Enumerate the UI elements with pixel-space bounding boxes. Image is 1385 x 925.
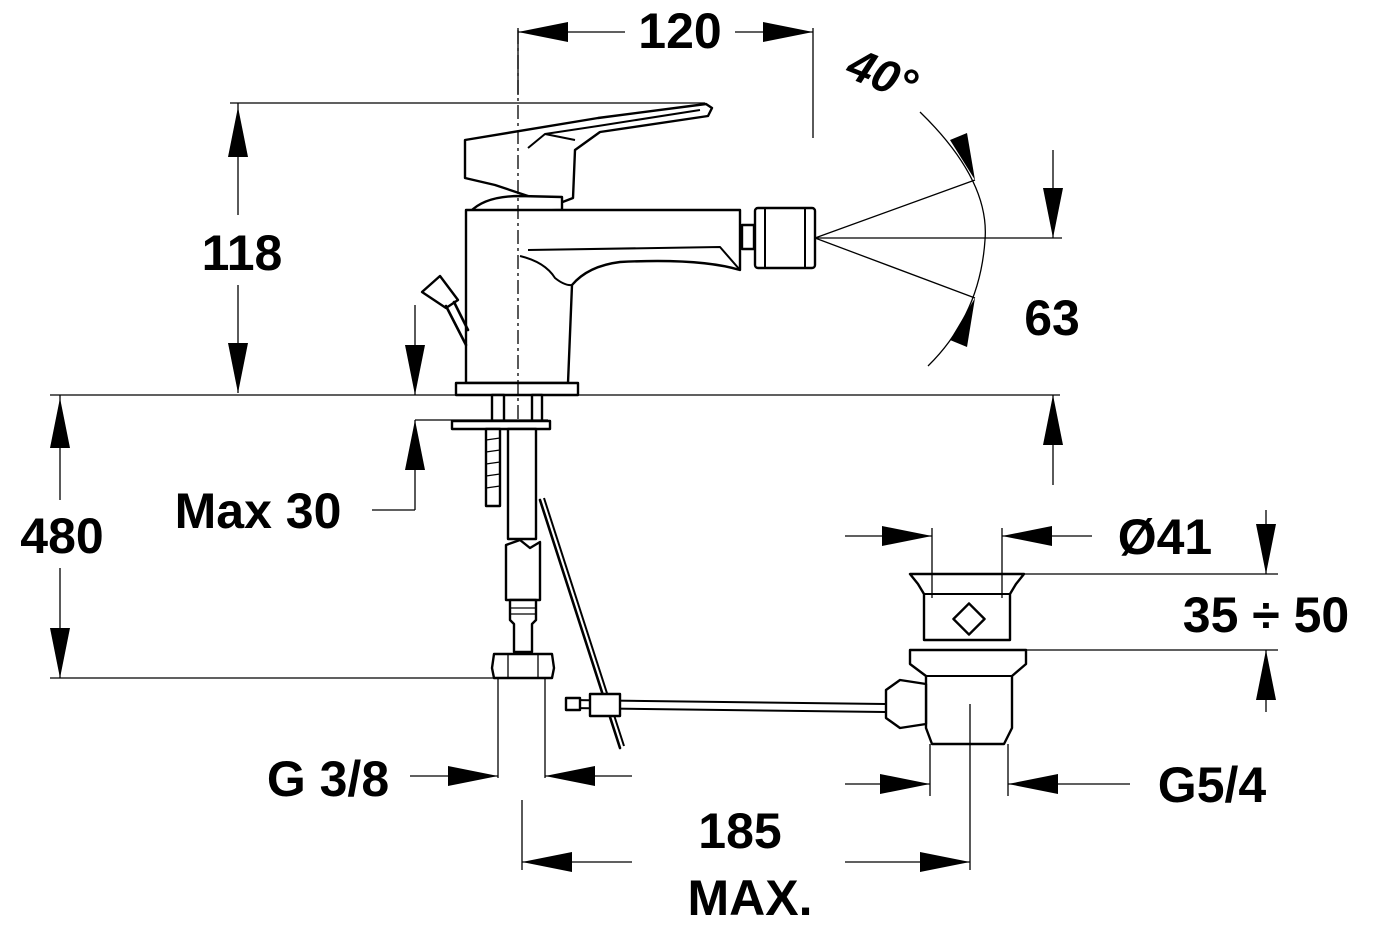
waste-window [952, 602, 986, 636]
mounting-parts [450, 393, 886, 750]
dim-118 [228, 102, 705, 393]
dim-63 [815, 150, 1063, 485]
waste-pivot [884, 678, 928, 730]
link-rod [569, 699, 886, 705]
pop-up-knob [420, 274, 470, 347]
label-height-118: 118 [202, 225, 283, 281]
dim-diameter-41 [845, 526, 1092, 598]
dim-g-5-4 [845, 744, 1130, 796]
flexible-hose-top [506, 427, 538, 541]
label-waste-diameter: Ø41 [1118, 509, 1213, 565]
label-waste-thread: G5/4 [1158, 757, 1267, 813]
threaded-rod [484, 427, 502, 508]
dim-120 [517, 22, 814, 138]
dim-185 [521, 704, 971, 872]
label-reach-max: MAX. [688, 870, 813, 925]
hose-nut [490, 652, 556, 680]
label-reach-185: 185 [698, 803, 781, 859]
mixer-body [464, 208, 742, 385]
aerator-nozzle [740, 223, 756, 251]
label-inlet-thread: G 3/8 [267, 751, 389, 807]
dim-480 [50, 395, 498, 679]
rod-clamp [588, 692, 622, 718]
dim-g-3-8 [410, 678, 632, 786]
flexible-hose-lower [508, 598, 538, 654]
label-spout-height-63: 63 [1024, 290, 1080, 346]
waste-nut [908, 648, 1028, 746]
label-max-thickness-30: Max 30 [175, 483, 342, 539]
mixer-base [454, 381, 580, 397]
dim-40-degrees [814, 111, 986, 367]
label-waste-range: 35 ÷ 50 [1183, 587, 1349, 643]
dim-35-50 [1022, 510, 1278, 712]
label-hose-length-480: 480 [20, 508, 103, 564]
lever-handle [463, 102, 714, 205]
cartridge-cap [468, 194, 564, 214]
label-width-120: 120 [638, 3, 721, 59]
faucet-body [420, 102, 817, 397]
waste-assembly [884, 572, 1028, 746]
dim-max-30 [372, 305, 548, 511]
label-angle-40: 40° [839, 37, 924, 112]
